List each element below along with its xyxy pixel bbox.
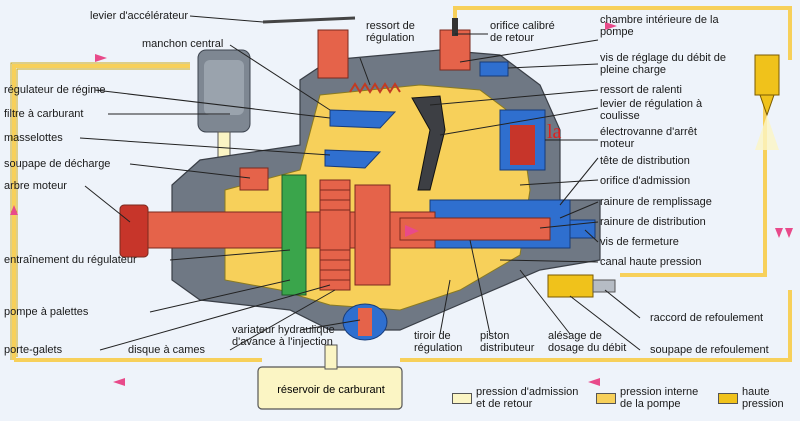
delivery-connection (592, 279, 616, 293)
label-fill-groove: rainure de remplissage (600, 196, 712, 208)
label-inlet-orifice: orifice d'admission (600, 175, 691, 187)
hydraulic-advance-piston (358, 308, 372, 336)
label-governor-drive: entraînement du régulateur (4, 254, 137, 266)
relief-valve (239, 167, 269, 191)
legend-swatch-internal (596, 393, 616, 404)
label-stop-solenoid: électrovanne d'arrêt moteur (600, 126, 697, 150)
legend-swatch-intake (452, 393, 472, 404)
flow-arrows (10, 22, 793, 386)
label-drive-shaft: arbre moteur (4, 180, 67, 192)
label-flyweights: masselottes (4, 132, 63, 144)
label-regulation-spring: ressort de régulation (366, 20, 415, 44)
label-delivery-valve: soupape de refoulement (650, 344, 769, 356)
injector-nozzle (759, 94, 775, 117)
label-distribution-groove: rainure de distribution (600, 216, 706, 228)
return-orifice-nozzle (452, 18, 458, 36)
regulator-tower (317, 29, 349, 79)
leader-lines (79, 15, 641, 351)
legend-label-internal: pression interne de la pompe (620, 386, 699, 410)
return-orifice-block (439, 29, 471, 71)
label-hydraulic-advance: variateur hydraulique d'avance à l'injec… (232, 324, 335, 348)
spray-cone (755, 115, 779, 150)
legend-swatch-high (718, 393, 738, 404)
roller-ring (354, 184, 391, 286)
label-accelerator-lever: levier d'accélérateur (90, 10, 189, 22)
label-fuel-filter: filtre à carburant (4, 108, 84, 120)
delivery-valve (547, 274, 594, 298)
accelerator-lever-shaft (262, 16, 356, 24)
vane-pump (281, 174, 307, 296)
label-inner-chamber: chambre intérieure de la pompe (600, 14, 719, 38)
gear-teeth (320, 189, 350, 281)
shaft-nut (119, 204, 149, 258)
label-speed-governor: régulateur de régime (4, 84, 106, 96)
label-relief-valve: soupape de décharge (4, 158, 111, 170)
label-full-load-screw: vis de réglage du débit de pleine charge (600, 52, 726, 76)
label-cam-disc: disque à cames (128, 344, 206, 356)
label-roller-carrier: porte-galets (4, 344, 63, 356)
governor-sleeve-blue (329, 109, 397, 129)
tank-pipe (324, 344, 338, 370)
regulation-spring (349, 82, 401, 94)
stop-solenoid-core (510, 125, 535, 165)
label-metering-bore: alésage de dosage du débit (548, 330, 627, 354)
label-distributor-piston: piston distributeur (480, 330, 535, 354)
label-high-pressure-channel: canal haute pression (600, 256, 702, 268)
flyweight-blue (324, 149, 382, 169)
label-fuel-tank: réservoir de carburant (277, 384, 385, 396)
la-mark: la (547, 121, 562, 143)
label-control-spool: tiroir de régulation (414, 330, 463, 354)
fuel-filter-highlight (204, 60, 244, 115)
label-distributor-head: tête de distribution (600, 155, 690, 167)
distributor-piston (399, 217, 551, 241)
injector (754, 54, 780, 96)
label-sliding-lever: levier de régulation à coulisse (600, 98, 703, 122)
label-idle-spring: ressort de ralenti (600, 84, 682, 96)
legend-label-intake: pression d'admission et de retour (476, 386, 579, 410)
full-load-screw (479, 61, 509, 77)
label-central-sleeve: manchon central (142, 38, 224, 50)
sliding-control-lever (411, 95, 446, 191)
fuel-line-outline (10, 62, 190, 360)
label-closing-screw: vis de fermeture (600, 236, 679, 248)
legend-label-high: haute pression (742, 386, 784, 410)
cam-disc-gear (319, 179, 351, 291)
label-delivery-connection: raccord de refoulement (650, 312, 764, 324)
label-return-orifice: orifice calibré de retour (490, 20, 555, 44)
label-vane-pump: pompe à palettes (4, 306, 89, 318)
